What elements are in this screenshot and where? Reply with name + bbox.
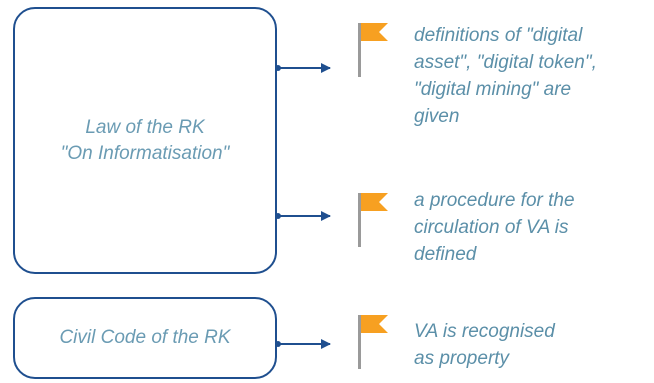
arrow-2 [275,211,331,221]
flag-icon [358,23,388,77]
flag-icon [358,315,388,369]
law-on-informatisation-box: Law of the RK "On Informatisation" [13,7,277,274]
arrow-1 [275,63,331,73]
note-digital-definitions: definitions of "digital asset", "digital… [414,25,597,127]
arrow-3 [275,339,331,349]
civil-code-label: Civil Code of the RK [59,327,231,348]
note-va-recognised-as-property: VA is recognised as property [414,321,555,369]
flag-icon [358,193,388,247]
civil-code-box: Civil Code of the RK [13,297,277,379]
note-va-circulation-procedure: a procedure for the circulation of VA is… [414,190,575,265]
law-on-informatisation-label: Law of the RK "On Informatisation" [60,116,230,164]
